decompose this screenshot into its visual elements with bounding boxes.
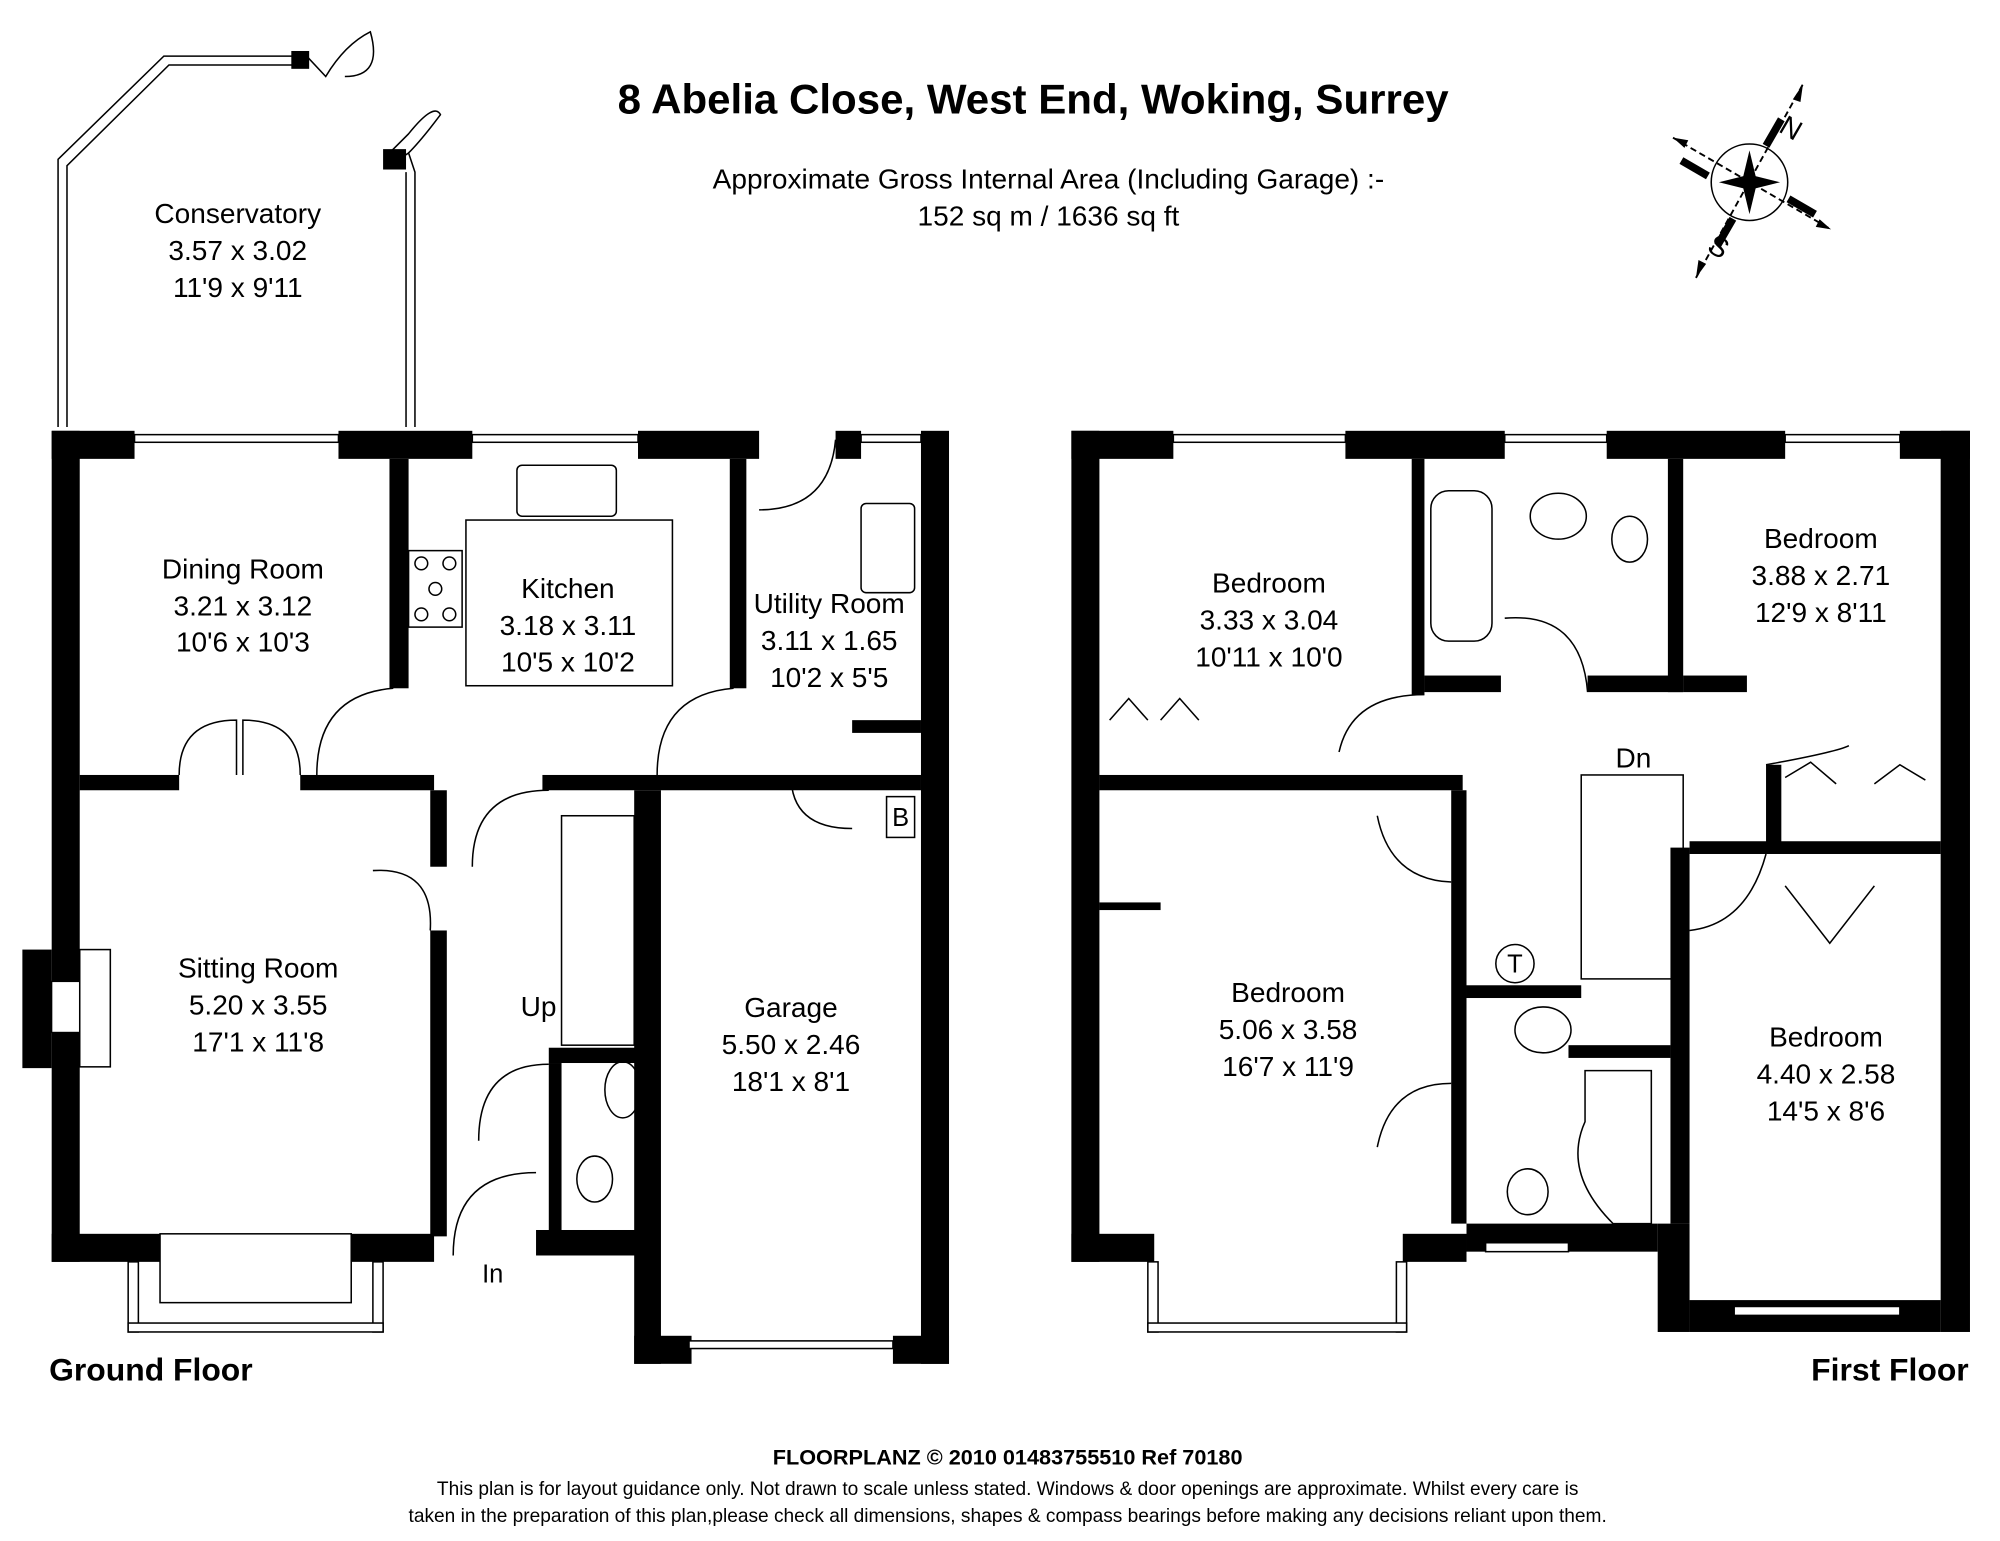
room-name: Utility Room [754, 588, 905, 619]
footer-disclaimer-line1: This plan is for layout guidance only. N… [437, 1479, 1578, 1500]
room-name: Sitting Room [178, 953, 338, 984]
stairs-up-label: Up [521, 991, 557, 1022]
first-floor-plan [1071, 430, 1970, 1333]
conservatory-outline [57, 30, 442, 427]
area-value: 152 sq m / 1636 sq ft [918, 201, 1180, 232]
compass-south-label: S [1703, 229, 1735, 265]
stairs-down-label: Dn [1616, 742, 1652, 773]
room-imperial: 10'11 x 10'0 [1195, 642, 1342, 673]
room-imperial: 10'5 x 10'2 [501, 647, 635, 678]
room-name: Conservatory [154, 198, 321, 229]
room-imperial: 16'7 x 11'9 [1222, 1051, 1354, 1082]
room-metric: 3.18 x 3.11 [500, 610, 637, 641]
first-floor-label: First Floor [1811, 1351, 1969, 1387]
room-name: Kitchen [521, 573, 615, 604]
room-metric: 5.50 x 2.46 [722, 1029, 861, 1060]
boiler-label: B [892, 804, 909, 832]
room-metric: 3.88 x 2.71 [1751, 560, 1890, 591]
room-imperial: 18'1 x 8'1 [732, 1066, 850, 1097]
room-name: Bedroom [1212, 568, 1326, 599]
room-imperial: 14'5 x 8'6 [1767, 1095, 1885, 1126]
footer-credit: FLOORPLANZ © 2010 01483755510 Ref 70180 [773, 1445, 1243, 1470]
ground-floor-label: Ground Floor [49, 1351, 253, 1387]
room-imperial: 12'9 x 8'11 [1755, 597, 1887, 628]
room-name: Bedroom [1764, 523, 1878, 554]
room-imperial: 17'1 x 11'8 [192, 1027, 324, 1058]
room-imperial: 10'6 x 10'3 [176, 626, 310, 657]
room-name: Bedroom [1769, 1021, 1883, 1052]
room-name: Bedroom [1231, 977, 1345, 1008]
room-metric: 3.21 x 3.12 [174, 591, 313, 622]
room-imperial: 10'2 x 5'5 [770, 662, 888, 693]
property-title: 8 Abelia Close, West End, Woking, Surrey [618, 75, 1450, 122]
room-metric: 5.06 x 3.58 [1219, 1014, 1358, 1045]
tank-label: T [1507, 951, 1523, 979]
room-metric: 3.57 x 3.02 [168, 235, 307, 266]
compass-icon: N S [1672, 83, 1832, 279]
room-metric: 3.33 x 3.04 [1200, 605, 1339, 636]
room-metric: 5.20 x 3.55 [189, 990, 328, 1021]
room-metric: 4.40 x 2.58 [1757, 1058, 1896, 1089]
entrance-label: In [482, 1260, 503, 1288]
footer-disclaimer-line2: taken in the preparation of this plan,pl… [409, 1506, 1607, 1527]
room-name: Dining Room [162, 554, 324, 585]
room-name: Garage [744, 992, 838, 1023]
room-metric: 3.11 x 1.65 [761, 625, 898, 656]
area-label: Approximate Gross Internal Area (Includi… [713, 164, 1385, 195]
room-imperial: 11'9 x 9'11 [173, 272, 303, 303]
compass-north-label: N [1775, 110, 1808, 147]
ground-floor-plan [22, 30, 950, 1364]
